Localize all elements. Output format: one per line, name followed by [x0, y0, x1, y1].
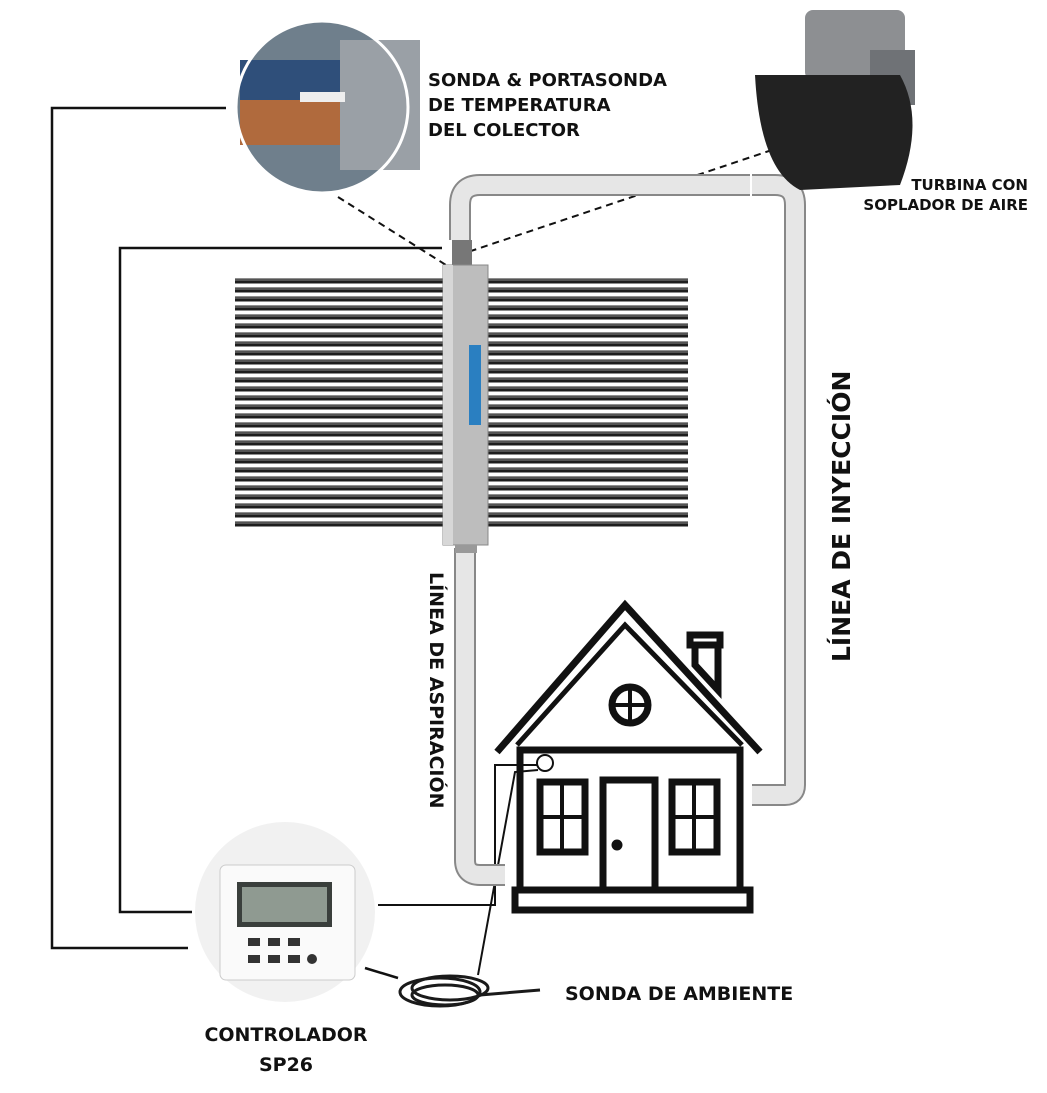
turbine-dashed-leader	[467, 149, 773, 253]
controller-cable	[364, 966, 399, 980]
turbine-wire	[118, 246, 442, 914]
probe-label-line2: DE TEMPERATURA	[428, 95, 611, 116]
turbine-label-line2: SOPLADOR DE AIRE	[863, 196, 1028, 214]
turbine-label-line1: TURBINA CON	[911, 176, 1028, 194]
probe-label-line3: DEL COLECTOR	[428, 120, 580, 141]
injection-line-label: LÍNEA DE INYECCIÓN	[826, 371, 856, 662]
brand-logo	[469, 345, 481, 425]
injection-pipe	[449, 174, 806, 806]
collector-probe-photo	[234, 19, 420, 195]
aspiration-pipe	[454, 548, 505, 886]
probe-label-line1: SONDA & PORTASONDA	[428, 70, 667, 91]
controller-label-line1: CONTROLADOR	[204, 1024, 367, 1046]
probe-wire	[50, 106, 226, 950]
aspiration-line-label: LÍNEA DE ASPIRACIÓN	[425, 572, 449, 809]
ambient-probe-wire	[477, 769, 539, 976]
turbine-blower-photo	[755, 10, 915, 190]
collector-manifold	[442, 240, 489, 553]
ambient-probe-label: SONDA DE AMBIENTE	[565, 983, 793, 1005]
ambient-probe-cable-photo	[398, 974, 541, 1008]
house-icon	[494, 599, 763, 914]
probe-dashed-leader	[337, 196, 447, 266]
controller-label-line2: SP26	[259, 1054, 313, 1076]
controller-photo	[195, 822, 375, 1002]
